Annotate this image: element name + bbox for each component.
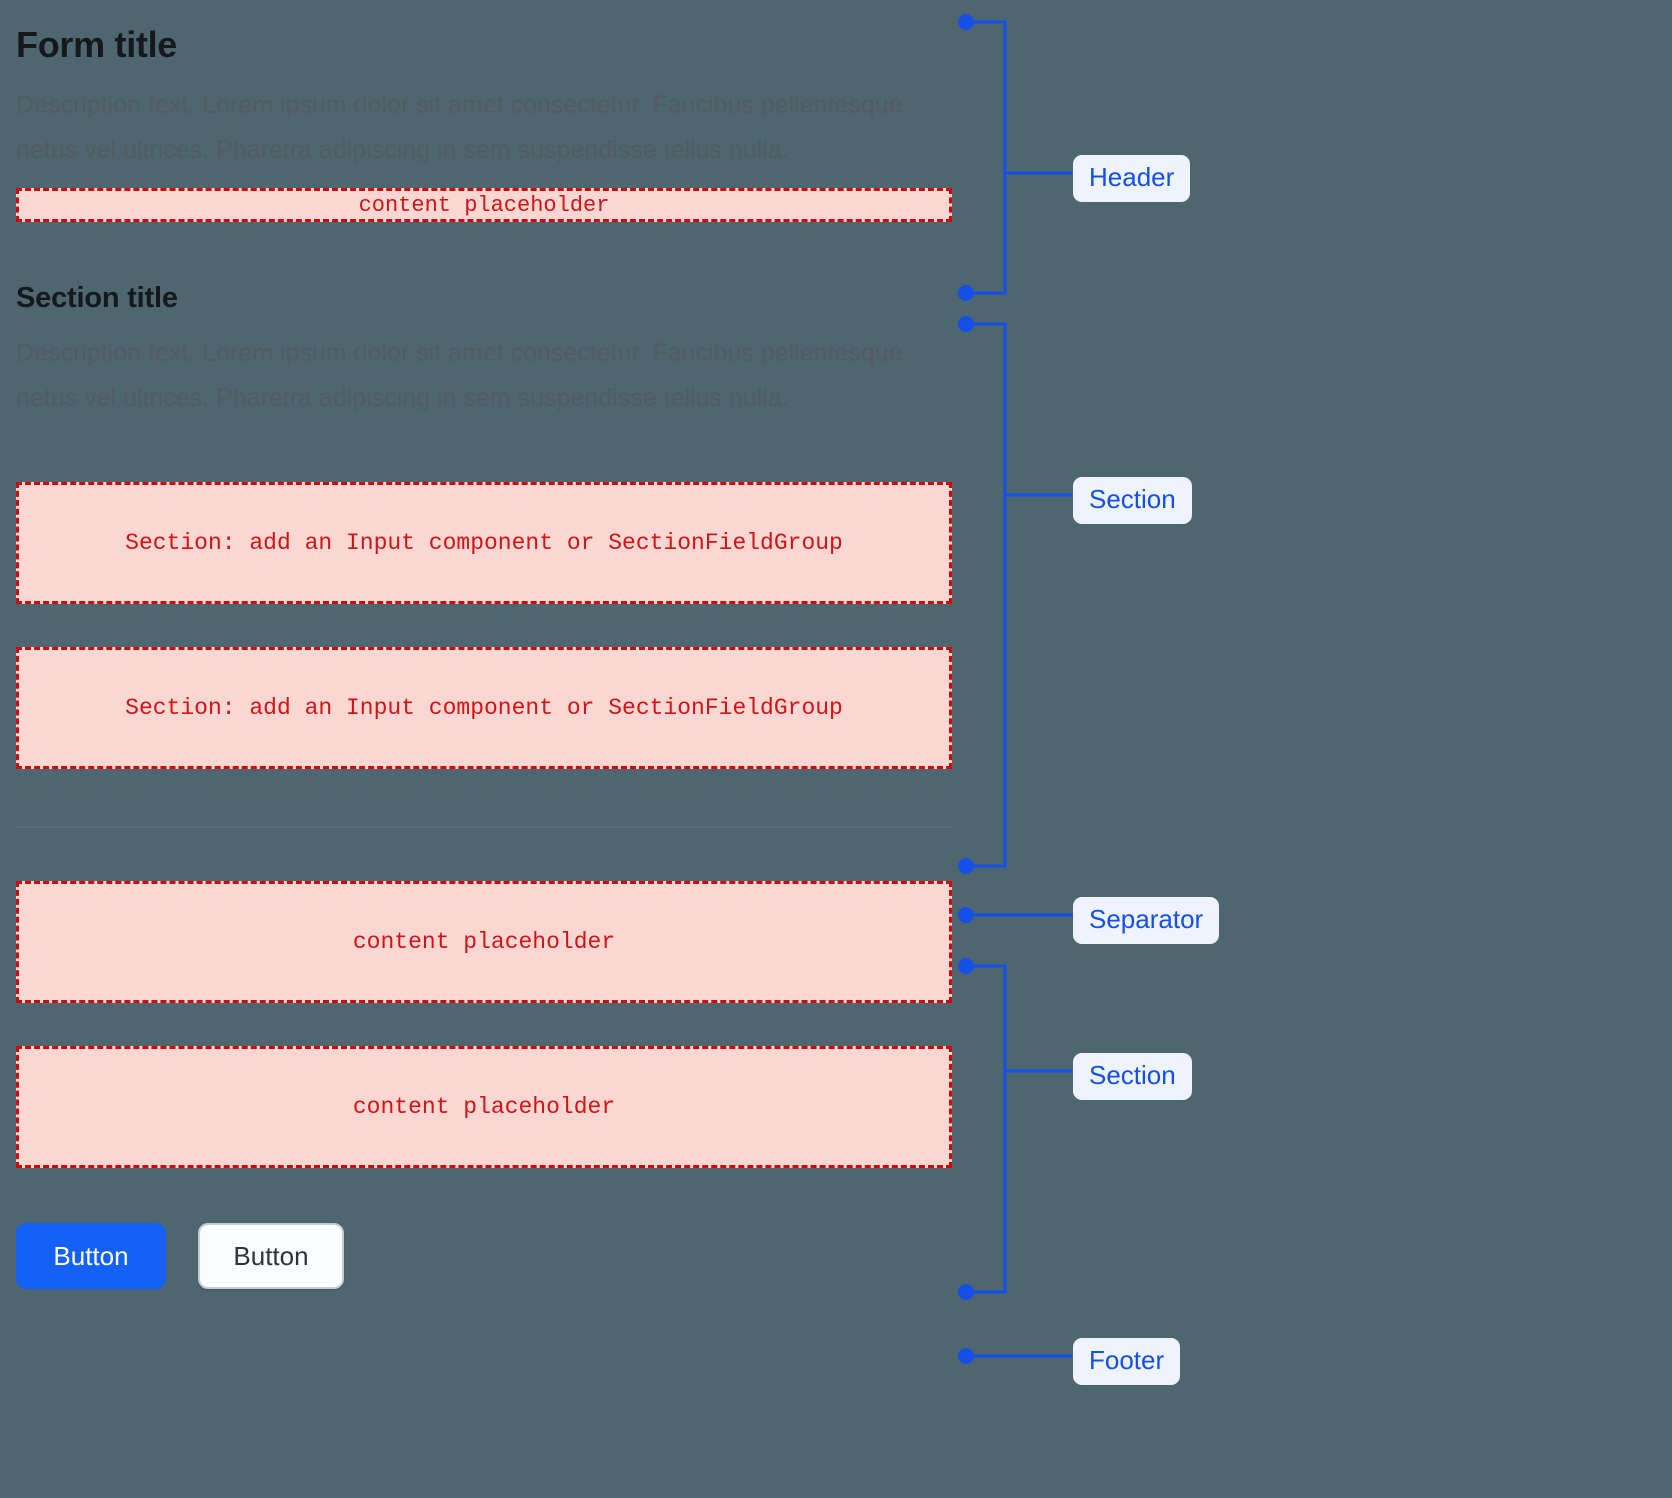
form-header: Form title Description text. Lorem ipsum… [16, 22, 952, 222]
section-field-placeholder-1[interactable]: Section: add an Input component or Secti… [16, 482, 952, 604]
section-title: Section title [16, 282, 178, 314]
anchor-dot [958, 858, 974, 874]
header-content-placeholder[interactable]: content placeholder [16, 188, 952, 222]
annotation-label-separator: Separator [1073, 897, 1220, 944]
anchor-dot [958, 958, 974, 974]
form-container: Form title Description text. Lorem ipsum… [16, 0, 952, 1289]
annotation-label-section-two: Section [1073, 1053, 1192, 1100]
annotation-label-footer: Footer [1073, 1338, 1181, 1385]
header-description: Description text. Lorem ipsum dolor sit … [16, 91, 903, 164]
secondary-button[interactable]: Button [198, 1223, 344, 1289]
primary-button[interactable]: Button [16, 1223, 166, 1289]
form-section-two: content placeholder content placeholder [16, 881, 952, 1168]
anchor-dot [958, 907, 974, 923]
annotation-label-header: Header [1073, 155, 1191, 202]
anchor-dot [958, 285, 974, 301]
page-title: Form title [16, 24, 178, 65]
section-field-placeholder-2[interactable]: Section: add an Input component or Secti… [16, 647, 952, 769]
anchor-dot [958, 316, 974, 332]
separator [16, 826, 952, 828]
form-footer: Button Button [16, 1223, 952, 1289]
annotation-label-section-one: Section [1073, 477, 1192, 524]
anchor-dot [958, 1284, 974, 1300]
section-description: Description text. Lorem ipsum dolor sit … [16, 339, 903, 412]
anchor-dot [958, 1348, 974, 1364]
form-section-one: Section title Description text. Lorem ip… [16, 282, 952, 769]
anchor-dot [958, 14, 974, 30]
section-two-content-placeholder-1[interactable]: content placeholder [16, 881, 952, 1003]
section-two-content-placeholder-2[interactable]: content placeholder [16, 1046, 952, 1168]
